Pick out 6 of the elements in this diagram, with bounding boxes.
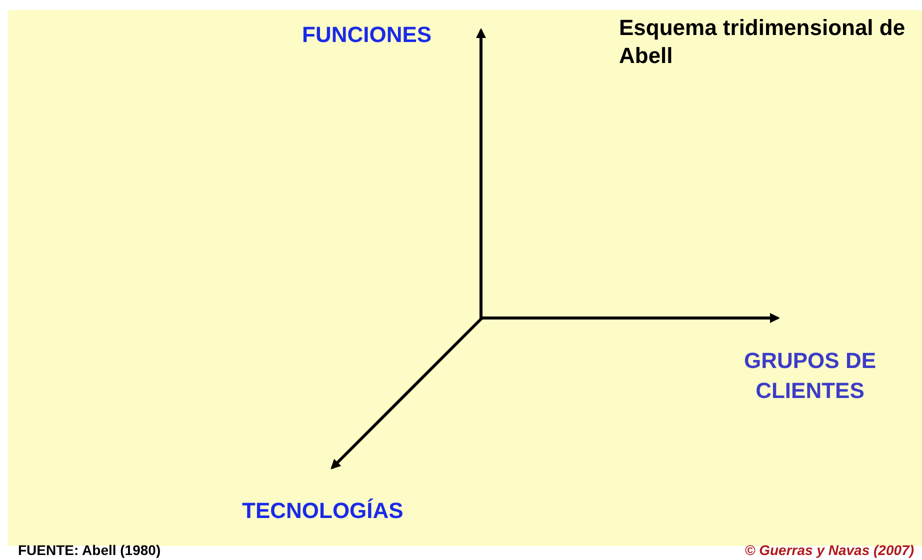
source-note: FUENTE: Abell (1980)	[18, 542, 161, 558]
copyright-note: © Guerras y Navas (2007)	[744, 542, 914, 558]
title-text: Esquema tridimensional de Abell	[619, 14, 906, 70]
axis-label: TECNOLOGÍAS	[242, 498, 404, 524]
axis-label: FUNCIONES	[302, 22, 432, 48]
axis-label: GRUPOS DE CLIENTES	[742, 347, 878, 405]
